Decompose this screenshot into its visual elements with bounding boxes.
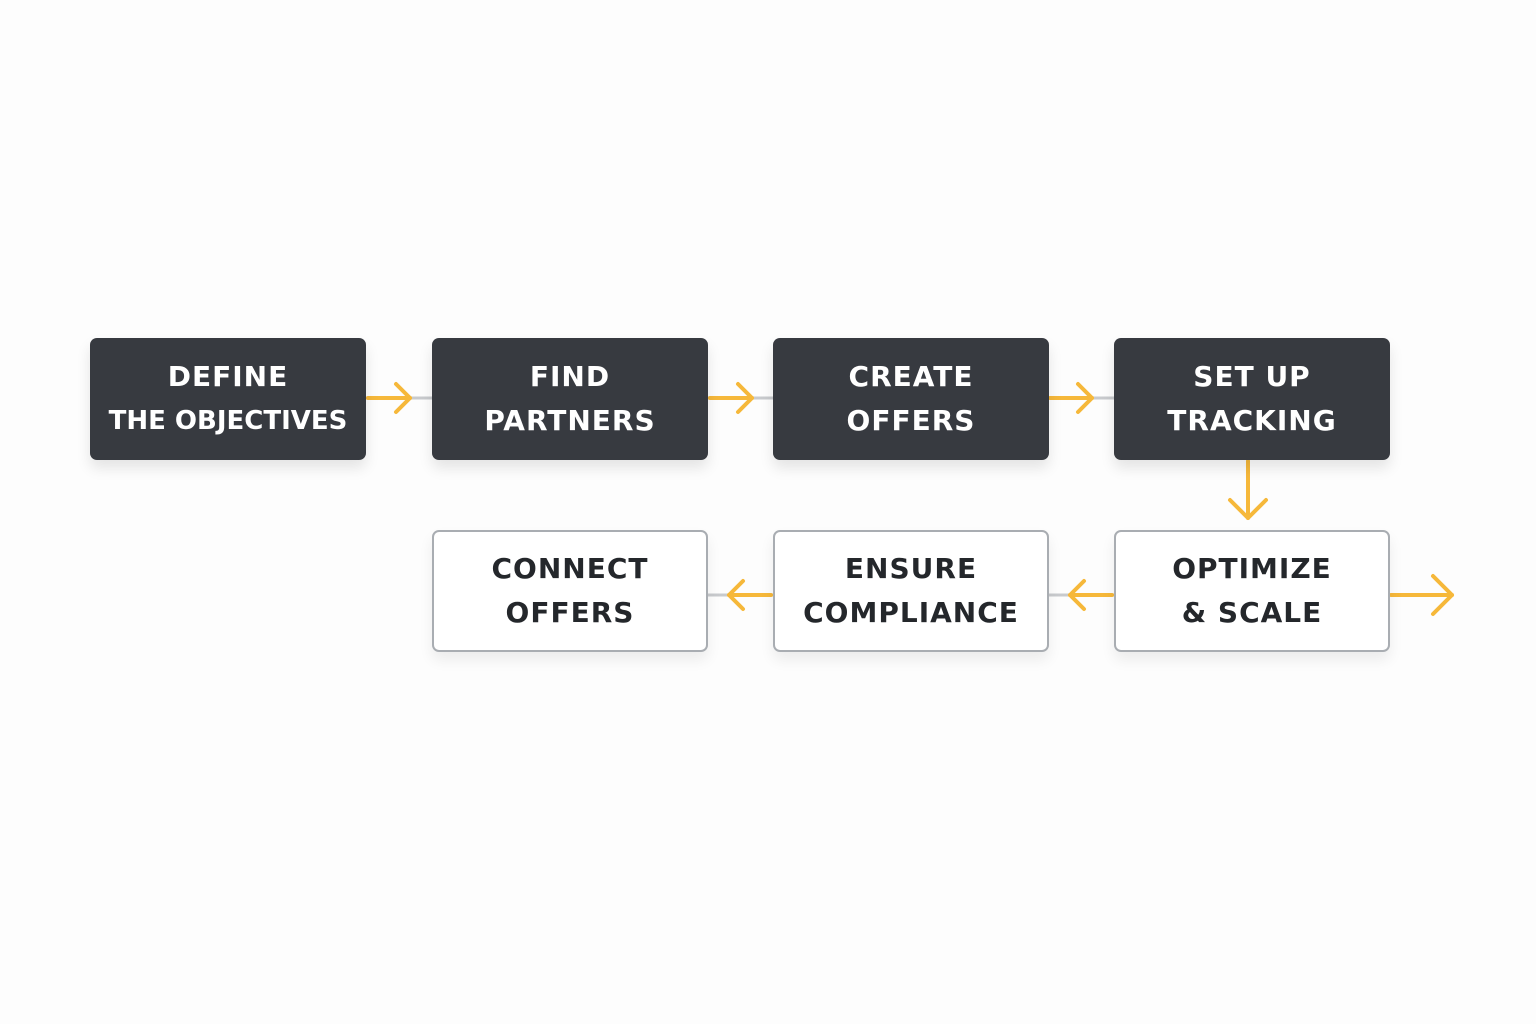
connector-3-to-4: [1048, 382, 1114, 414]
arrow-right-icon: [366, 382, 412, 414]
step-label-line: ENSURE: [844, 552, 978, 585]
step-label-line: OPTIMIZE: [1172, 552, 1332, 585]
step-ensure-compliance: ENSURE COMPLIANCE: [773, 530, 1049, 652]
connector-4-to-5: [1228, 459, 1268, 520]
step-label-line: PARTNERS: [484, 404, 656, 437]
connector-1-to-2: [366, 382, 432, 414]
step-set-up-tracking: SET UP TRACKING: [1114, 338, 1390, 460]
step-label-line: TRACKING: [1167, 404, 1337, 437]
step-create-offers: CREATE OFFERS: [773, 338, 1049, 460]
step-optimize-scale: OPTIMIZE & SCALE: [1114, 530, 1390, 652]
connector-6-to-7: [708, 579, 773, 611]
step-label-line: & SCALE: [1181, 596, 1323, 629]
step-label-line: COMPLIANCE: [803, 596, 1019, 629]
step-find-partners: FIND PARTNERS: [432, 338, 708, 460]
step-label-line: OFFERS: [846, 404, 976, 437]
step-label-line: THE OBJECTIVES: [108, 406, 348, 436]
step-label-line: SET UP: [1193, 360, 1311, 393]
connector-2-to-3: [708, 382, 773, 414]
arrow-left-icon: [1068, 579, 1114, 611]
step-define-objectives: DEFINE THE OBJECTIVES: [90, 338, 366, 460]
connector-5-to-6: [1049, 579, 1114, 611]
arrow-right-icon: [1389, 574, 1454, 616]
step-label-line: DEFINE: [167, 360, 289, 393]
arrow-down-icon: [1228, 459, 1268, 520]
step-label-line: FIND: [529, 360, 611, 393]
arrow-right-icon: [708, 382, 754, 414]
step-label-line: CREATE: [848, 360, 974, 393]
arrow-right-icon: [1048, 382, 1094, 414]
step-label-line: OFFERS: [505, 596, 635, 629]
arrow-left-icon: [727, 579, 773, 611]
step-label-line: CONNECT: [491, 552, 649, 585]
step-connect-offers: CONNECT OFFERS: [432, 530, 708, 652]
